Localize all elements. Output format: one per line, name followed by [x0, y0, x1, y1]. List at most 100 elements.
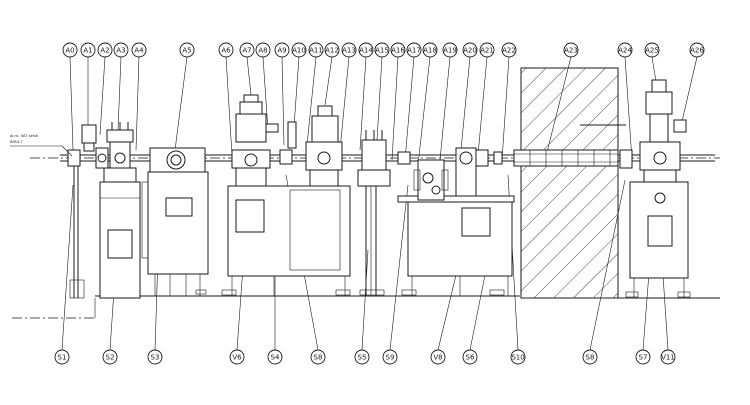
callout-bottom-s6-9: S6: [462, 349, 478, 365]
callout-bottom-s8-5: S8: [310, 349, 326, 365]
callout-bottom-s3-2: S3: [147, 349, 163, 365]
wall-penetration: [513, 149, 619, 167]
callout-top-text: A0: [65, 47, 74, 55]
callout-bottom-s4-4: S4: [267, 349, 283, 365]
callout-top-a22-22: A22: [501, 42, 517, 58]
callout-top-text: A17: [407, 47, 421, 55]
callout-bottom-text: V6: [232, 354, 242, 362]
callout-bottom-text: S1: [58, 354, 67, 362]
bottom-label-bubbles: S1 S2 S3 V6 S4 S8 S5 S9 V8 S6 S10 S8 S7 V11: [54, 349, 676, 365]
callout-bottom-s10-10: S10: [510, 349, 526, 365]
callout-top-a5-5: A5: [179, 42, 195, 58]
callout-top-a21-21: A21: [479, 42, 495, 58]
callout-top-a14-14: A14: [358, 42, 374, 58]
callout-top-a25-25: A25: [644, 42, 660, 58]
station-s2: [99, 122, 141, 299]
callout-top-a19-19: A19: [442, 42, 458, 58]
callout-top-text: A7: [242, 47, 251, 55]
callout-top-text: A10: [292, 47, 306, 55]
callout-top-a26-26: A26: [689, 42, 705, 58]
callout-bottom-v6-3: V6: [229, 349, 245, 365]
note-line-1: ф.нс. VAT serial: [10, 134, 38, 138]
callout-top-text: A12: [325, 47, 339, 55]
callout-top-text: A3: [116, 47, 125, 55]
callout-bottom-v8-8: V8: [430, 349, 446, 365]
callout-top-text: A11: [309, 47, 323, 55]
callout-bottom-s7-12: S7: [635, 349, 651, 365]
callout-top-a24-24: A24: [617, 42, 633, 58]
annotation-note: ф.нс. VAT serial BPA3-7: [10, 134, 73, 157]
callout-bottom-text: S8: [314, 354, 323, 362]
callout-top-text: A18: [423, 47, 437, 55]
callout-top-a15-15: A15: [374, 42, 390, 58]
callout-top-text: A6: [221, 47, 231, 55]
callout-top-a7-7: A7: [239, 42, 255, 58]
callout-bottom-text: S9: [386, 354, 395, 362]
callout-top-text: A8: [258, 47, 267, 55]
callout-top-text: A2: [100, 47, 109, 55]
callout-top-text: A15: [375, 47, 389, 55]
callout-top-a18-18: A18: [422, 42, 438, 58]
callout-top-a12-12: A12: [324, 42, 340, 58]
concrete-wall: [520, 67, 626, 299]
callout-top-a1-1: A1: [80, 42, 96, 58]
top-leader-lines: [69, 56, 698, 166]
callout-top-text: A5: [182, 47, 191, 55]
callout-bottom-text: S8: [586, 354, 595, 362]
callout-top-text: A24: [618, 47, 632, 55]
callout-top-a13-13: A13: [341, 42, 357, 58]
callout-bottom-text: S3: [151, 354, 160, 362]
callout-top-a3-3: A3: [113, 42, 129, 58]
callout-top-text: A4: [134, 47, 144, 55]
callout-top-text: A9: [277, 47, 286, 55]
callout-top-a8-8: A8: [255, 42, 271, 58]
callout-top-text: A21: [480, 47, 494, 55]
callout-bottom-text: S7: [639, 354, 648, 362]
callout-top-text: A1: [83, 47, 92, 55]
callout-top-a0-0: A0: [62, 42, 78, 58]
callout-bottom-text: S10: [511, 354, 524, 362]
station-s6: [397, 147, 515, 296]
callout-top-a2-2: A2: [97, 42, 113, 58]
callout-bottom-s1-0: S1: [54, 349, 70, 365]
callout-top-text: A23: [564, 47, 578, 55]
callout-top-text: A19: [443, 47, 457, 55]
callout-top-text: A16: [391, 47, 405, 55]
callout-bottom-text: S2: [106, 354, 115, 362]
callout-top-text: A25: [645, 47, 659, 55]
callout-top-a23-23: A23: [563, 42, 579, 58]
callout-top-a17-17: A17: [406, 42, 422, 58]
callout-top-a9-9: A9: [274, 42, 290, 58]
floor-line: [12, 295, 720, 319]
callout-bottom-s9-7: S9: [382, 349, 398, 365]
callout-bottom-text: S4: [271, 354, 280, 362]
callout-top-text: A20: [463, 47, 477, 55]
callout-top-text: A13: [342, 47, 356, 55]
injector-section: [67, 124, 109, 299]
callout-bottom-text: S6: [466, 354, 475, 362]
callout-top-text: A26: [690, 47, 704, 55]
station-s7: [619, 79, 691, 298]
callout-bottom-text: S5: [358, 354, 367, 362]
callout-bottom-s2-1: S2: [102, 349, 118, 365]
station-s3: [141, 147, 209, 296]
callout-top-a10-10: A10: [291, 42, 307, 58]
callout-top-a20-20: A20: [462, 42, 478, 58]
callout-top-a6-6: A6: [218, 42, 234, 58]
callout-top-a4-4: A4: [131, 42, 147, 58]
callout-bottom-text: V8: [433, 354, 442, 362]
callout-top-a16-16: A16: [390, 42, 406, 58]
callout-top-text: A22: [502, 47, 516, 55]
station-s5: [357, 130, 391, 296]
callout-bottom-v11-13: V11: [660, 349, 676, 365]
callout-bottom-text: V11: [661, 354, 675, 362]
callout-top-a11-11: A11: [308, 42, 324, 58]
callout-top-text: A14: [359, 47, 373, 55]
callout-bottom-s5-6: S5: [354, 349, 370, 365]
note-line-2: BPA3-7: [10, 140, 23, 144]
callout-bottom-s8-11: S8: [582, 349, 598, 365]
station-s4: [221, 94, 351, 296]
